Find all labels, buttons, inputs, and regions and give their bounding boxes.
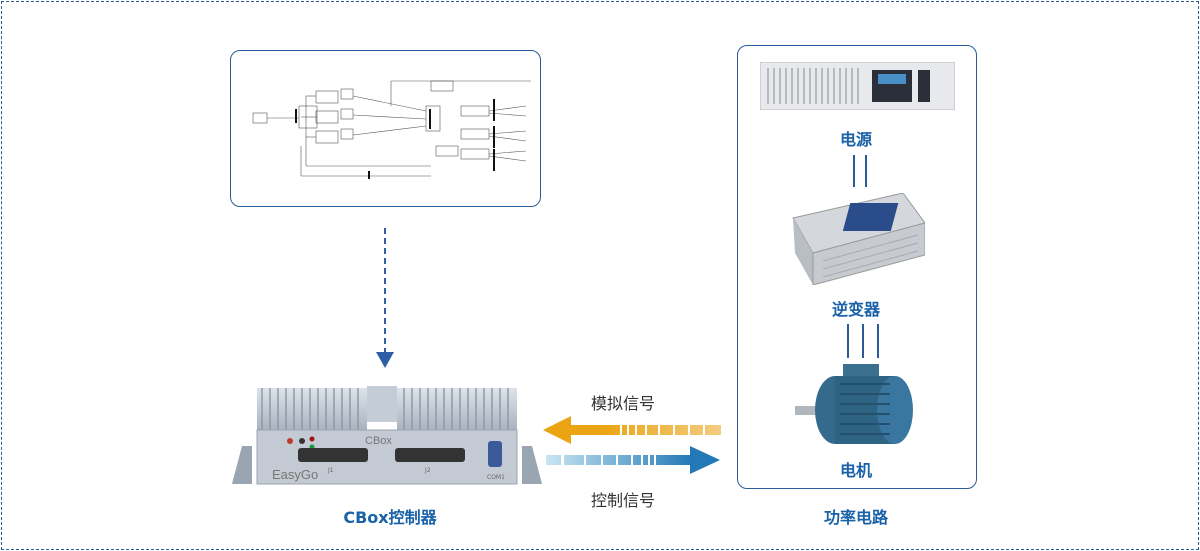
device-model-text: CBox [365, 435, 392, 447]
motor-label: 电机 [839, 461, 872, 480]
analog-signal-arrow [543, 416, 721, 444]
port-com1-label: COM1 [487, 474, 505, 481]
power-supply-image [760, 62, 955, 110]
port-j2-label: J2 [424, 467, 431, 474]
controller-label: CBox控制器 [343, 508, 437, 527]
dashed-down-arrow [376, 228, 394, 368]
simulation-model-panel [230, 50, 541, 207]
port-j1-label: J1 [327, 467, 334, 474]
connection-lines-2 [853, 155, 867, 187]
motor-image [795, 364, 913, 444]
control-signal-arrow [546, 446, 720, 474]
device-brand-text: EasyGo [272, 467, 318, 482]
analog-signal-label: 模拟信号 [591, 394, 656, 413]
block-diagram-image [252, 80, 531, 179]
power-supply-label: 电源 [839, 130, 872, 149]
power-circuit-label: 功率电路 [823, 508, 888, 527]
control-signal-label: 控制信号 [591, 491, 656, 510]
cbox-controller-image: CBox EasyGo J1 J2 COM1 [232, 386, 542, 485]
inverter-image [792, 193, 925, 285]
connection-lines-3 [847, 324, 879, 358]
inverter-label: 逆变器 [831, 300, 880, 319]
